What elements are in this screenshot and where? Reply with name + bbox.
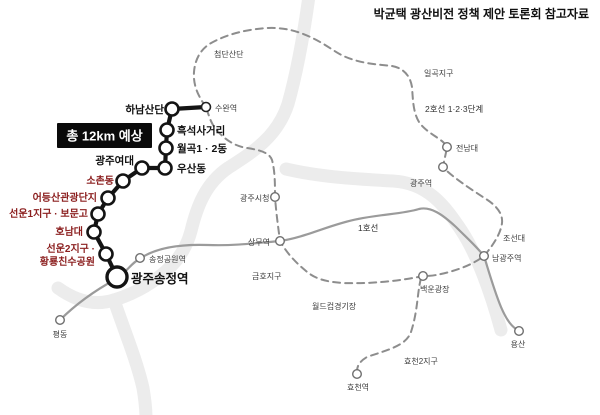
station-honam-univ-marker: [86, 224, 102, 240]
geography-band-river: [107, 0, 316, 307]
line2-name-label: 2호선 1·2·3단계: [425, 104, 483, 114]
line1-path: [58, 207, 521, 333]
station-heukseok-label: 흑석사거리: [177, 124, 225, 137]
station-baegun-plaza-marker: [418, 271, 429, 282]
area-ilgok-label: 일곡지구: [424, 69, 453, 78]
station-eodeungsan-marker: [100, 190, 116, 206]
station-suwan-marker: [200, 101, 212, 113]
station-yongsan-marker: [514, 326, 525, 337]
station-jeonnam-univ-marker: [442, 141, 453, 152]
station-namgwangju-label: 남광주역: [492, 253, 521, 263]
station-cityhall-label: 광주시청: [240, 193, 269, 203]
station-seonun1-marker: [90, 206, 106, 222]
distance-badge-label: 총 12km 예상: [66, 129, 142, 144]
station-wolgok-marker: [158, 140, 174, 156]
geography-band-west: [51, 281, 121, 309]
area-chosun-univ-label: 조선대: [503, 234, 525, 243]
station-hanam-sandan-label: 하남산단: [125, 103, 164, 116]
area-cheomdan-label: 첨단산단: [214, 49, 244, 59]
station-namgwangju-marker: [479, 250, 490, 261]
station-sangmu-marker: [275, 235, 286, 246]
station-cityhall-marker: [270, 191, 281, 202]
station-usandong-marker: [157, 160, 173, 176]
station-songjeong-park-label: 송정공원역: [149, 254, 186, 264]
station-gwangju-station-label: 광주역: [410, 178, 432, 188]
station-pyeongdong-marker: [55, 315, 66, 326]
station-eodeungsan-label: 어등산관광단지: [33, 191, 97, 204]
station-honam-univ-label: 호남대: [55, 225, 83, 238]
station-gwangju-songjeong-label: 광주송정역: [131, 271, 189, 286]
station-seonun2-label-line1: 선운2지구 ·: [47, 242, 95, 255]
station-seonun1-label: 선운1지구 · 보문고: [9, 207, 88, 220]
station-usandong-label: 우산동: [177, 162, 206, 175]
station-suwan-label: 수완역: [215, 103, 237, 113]
station-hanam-sandan-marker: [164, 101, 180, 117]
station-sochondong-marker: [115, 173, 131, 189]
station-yongsan-label: 용산: [511, 339, 526, 349]
station-gwangju-songjeong-marker: [105, 265, 129, 289]
distance-badge: [57, 123, 152, 148]
station-sochondong-label: 소촌동: [86, 174, 114, 187]
area-hyocheon2-label: 효천2지구: [404, 356, 438, 366]
station-seonun2-marker: [98, 246, 114, 262]
station-heukseok-marker: [159, 122, 175, 138]
station-gwangju-station-marker: [438, 161, 449, 172]
station-jeonnam-univ-label: 전남대: [456, 143, 478, 153]
line2-hyocheon-branch-path: [356, 277, 422, 372]
station-baegun-plaza-label: 백운광장: [420, 284, 450, 294]
station-songjeong-park-marker: [134, 252, 145, 263]
station-seonun2-label-line2: 황룡친수공원: [40, 255, 95, 268]
station-gwangju-womens-univ-marker: [134, 160, 150, 176]
line1-name-label: 1호선: [358, 223, 378, 233]
station-sangmu-label: 상무역: [248, 237, 270, 247]
area-geumho-label: 금호지구: [252, 272, 281, 281]
geography-band-east: [279, 162, 508, 337]
station-pyeongdong-label: 평동: [53, 329, 68, 339]
station-wolgok-label: 월곡1 · 2동: [177, 142, 227, 155]
geography-band-south: [107, 293, 153, 415]
station-gwangju-womens-univ-label: 광주여대: [95, 154, 134, 167]
station-hyocheon-label: 효천역: [347, 382, 369, 392]
area-worldcup-stadium-label: 월드컵경기장: [312, 301, 357, 311]
page-title: 박균택 광산비전 정책 제안 토론회 참고자료: [374, 6, 589, 21]
station-hyocheon-marker: [352, 369, 363, 380]
